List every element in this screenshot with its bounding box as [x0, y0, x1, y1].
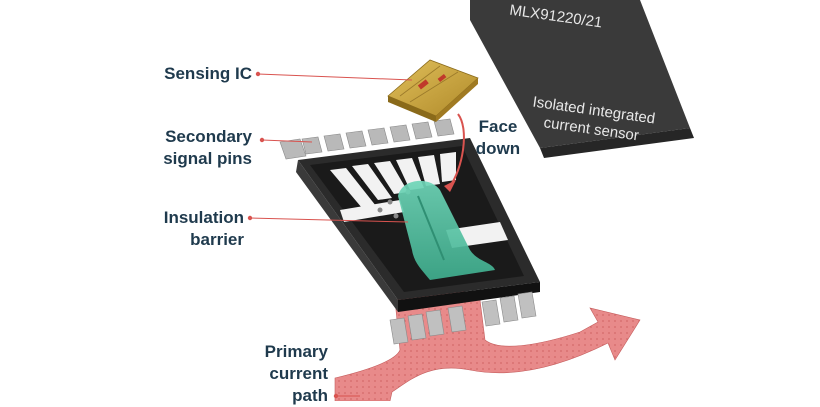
label-secondary-pins-line2: signal pins	[163, 149, 252, 168]
secondary-pins	[279, 118, 455, 160]
label-secondary-pins-line1: Secondary	[165, 127, 252, 146]
label-secondary-pins: Secondary signal pins	[120, 126, 252, 170]
label-face-down: Face down	[468, 116, 528, 160]
insulation-barrier-shape	[398, 180, 495, 280]
label-primary-line1: Primary	[264, 342, 328, 361]
product-box	[470, 0, 694, 158]
label-insulation-barrier: Insulation barrier	[120, 207, 244, 251]
label-primary-line2: current	[269, 364, 328, 383]
arrow-right-icon	[444, 180, 456, 192]
label-insulation-barrier-line2: barrier	[190, 230, 244, 249]
leader-lines	[249, 73, 413, 397]
sensing-ic-die	[387, 59, 479, 122]
label-face-down-line1: Face	[478, 117, 518, 136]
face-down-arrow	[449, 113, 465, 187]
primary-pins	[389, 291, 537, 345]
label-insulation-barrier-line1: Insulation	[163, 208, 244, 227]
label-sensing-ic: Sensing IC	[130, 63, 252, 85]
leader-dots	[247, 71, 339, 399]
label-face-down-line2: down	[475, 139, 521, 158]
label-primary-current-path: Primary current path	[200, 341, 328, 407]
label-primary-line3: path	[292, 386, 328, 405]
label-sensing-ic-text: Sensing IC	[164, 64, 252, 83]
